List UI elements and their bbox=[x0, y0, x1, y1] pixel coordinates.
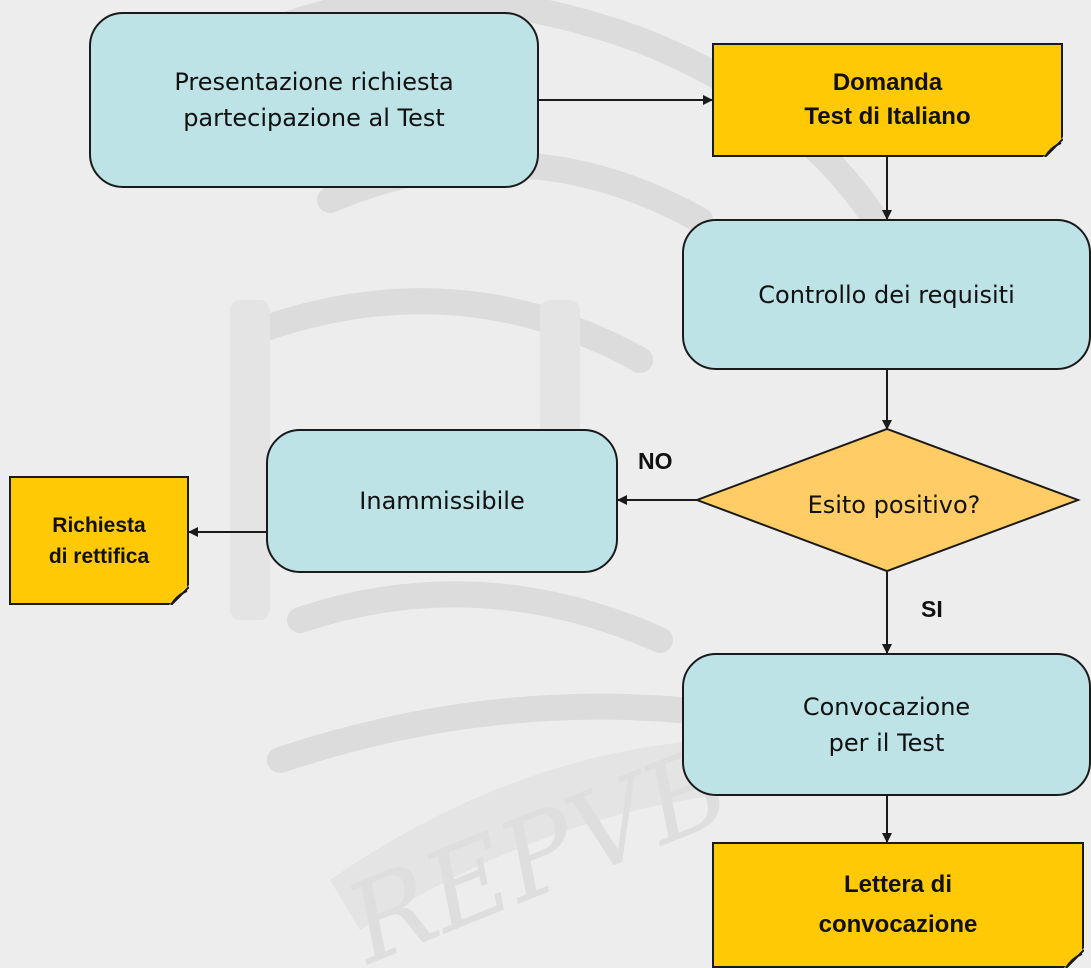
start-process-box: Presentazione richiesta partecipazione a… bbox=[89, 12, 539, 188]
decision-diamond bbox=[694, 427, 1081, 573]
document-domanda-text: Domanda Test di Italiano bbox=[804, 69, 971, 130]
page-fold-icon bbox=[169, 585, 189, 605]
label-si: SI bbox=[921, 596, 943, 622]
document-domanda: Domanda Test di Italiano bbox=[712, 43, 1063, 157]
inammissibile-process-box: Inammissibile bbox=[266, 429, 618, 573]
decision-label: Esito positivo? bbox=[807, 491, 981, 519]
controllo-process-box: Controllo dei requisiti bbox=[682, 219, 1091, 370]
document-rettifica: Richiesta di rettifica bbox=[9, 476, 189, 605]
page-fold-icon bbox=[1064, 948, 1084, 968]
convocazione-process-box: Convocazione per il Test bbox=[682, 653, 1091, 796]
label-no: NO bbox=[638, 448, 673, 474]
document-rettifica-text: Richiesta di rettifica bbox=[48, 513, 150, 568]
page-fold-icon bbox=[1043, 137, 1063, 157]
document-lettera-text: Lettera di convocazione bbox=[818, 871, 978, 938]
document-lettera: Lettera di convocazione bbox=[712, 842, 1084, 968]
